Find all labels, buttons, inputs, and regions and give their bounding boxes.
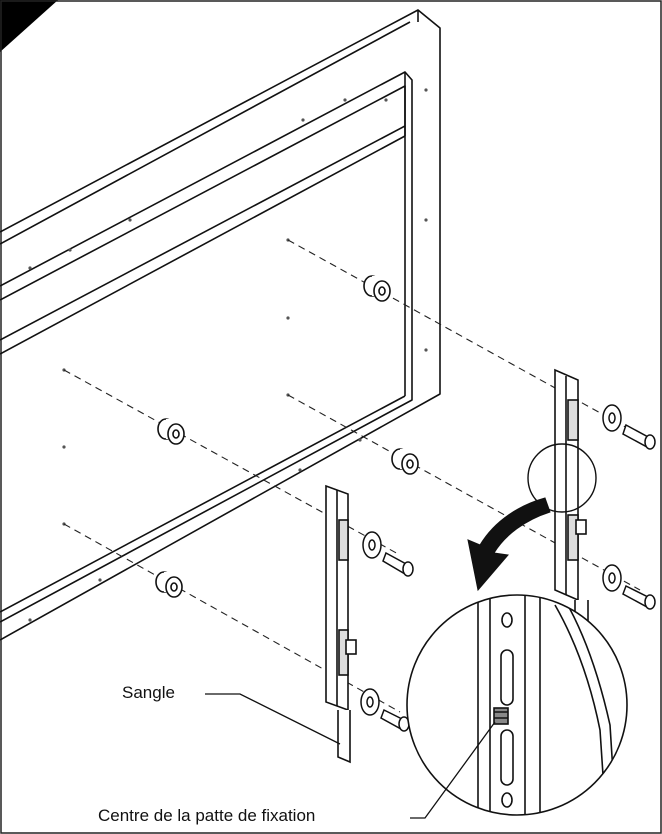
- magnified-detail: [406, 594, 628, 816]
- detail-source-circle: [527, 443, 597, 513]
- spacers: [155, 275, 419, 598]
- bracket-right: [554, 368, 589, 642]
- screw-set-2: [602, 564, 656, 610]
- corner-triangle-icon: [0, 0, 58, 52]
- tv-panel: [0, 9, 441, 641]
- screw-set-4: [360, 688, 410, 732]
- strap-label: Sangle: [122, 683, 175, 702]
- bracket-left: [325, 484, 357, 764]
- leader-lines: [205, 693, 496, 819]
- screw-set-1: [602, 404, 656, 450]
- alignment-lines: [63, 239, 641, 713]
- curved-arrow-icon: [467, 497, 551, 592]
- frame-holes: [28, 88, 428, 622]
- bracket-center-label: Centre de la patte de fixation: [98, 806, 316, 825]
- screw-set-3: [362, 531, 414, 577]
